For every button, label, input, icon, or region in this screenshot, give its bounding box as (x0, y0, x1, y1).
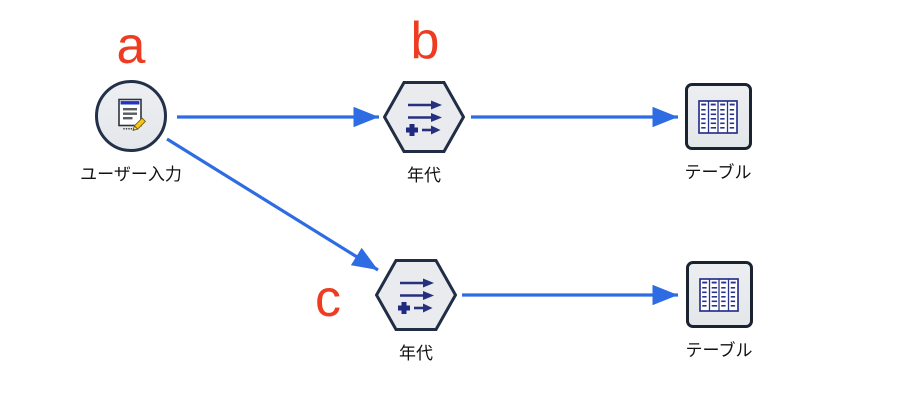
derive-node-shape[interactable] (383, 81, 465, 153)
node-user-input[interactable]: ユーザー入力 (61, 80, 201, 185)
table-node-shape[interactable] (684, 83, 752, 150)
node-label-table-top: テーブル (684, 163, 752, 182)
node-derive-bottom[interactable]: 年代 (346, 259, 486, 364)
pencil-glyph (132, 117, 146, 132)
node-table-top[interactable]: テーブル (648, 83, 788, 183)
derive-arrows-icon (406, 100, 442, 136)
annotation-letter-b: b (410, 12, 440, 70)
derive-node-shape[interactable] (375, 259, 457, 331)
node-label-table-bottom: テーブル (685, 341, 753, 360)
node-derive-top[interactable]: 年代 (354, 81, 494, 186)
user-input-form-pencil-icon (118, 98, 146, 132)
user-input-node-shape[interactable] (95, 80, 167, 152)
annotation-letter-c: c (315, 270, 341, 328)
table-grid-icon (698, 99, 738, 134)
node-label-derive-top: 年代 (407, 166, 441, 185)
plus-glyph (398, 302, 410, 314)
node-label-user-input: ユーザー入力 (80, 165, 182, 184)
table-grid-icon (699, 277, 739, 312)
plus-glyph (406, 124, 418, 136)
table-node-shape[interactable] (685, 261, 753, 328)
node-table-bottom[interactable]: テーブル (649, 261, 789, 361)
derive-arrows-icon (398, 278, 434, 314)
annotation-letter-a: a (116, 17, 146, 75)
node-label-derive-bottom: 年代 (399, 344, 433, 363)
